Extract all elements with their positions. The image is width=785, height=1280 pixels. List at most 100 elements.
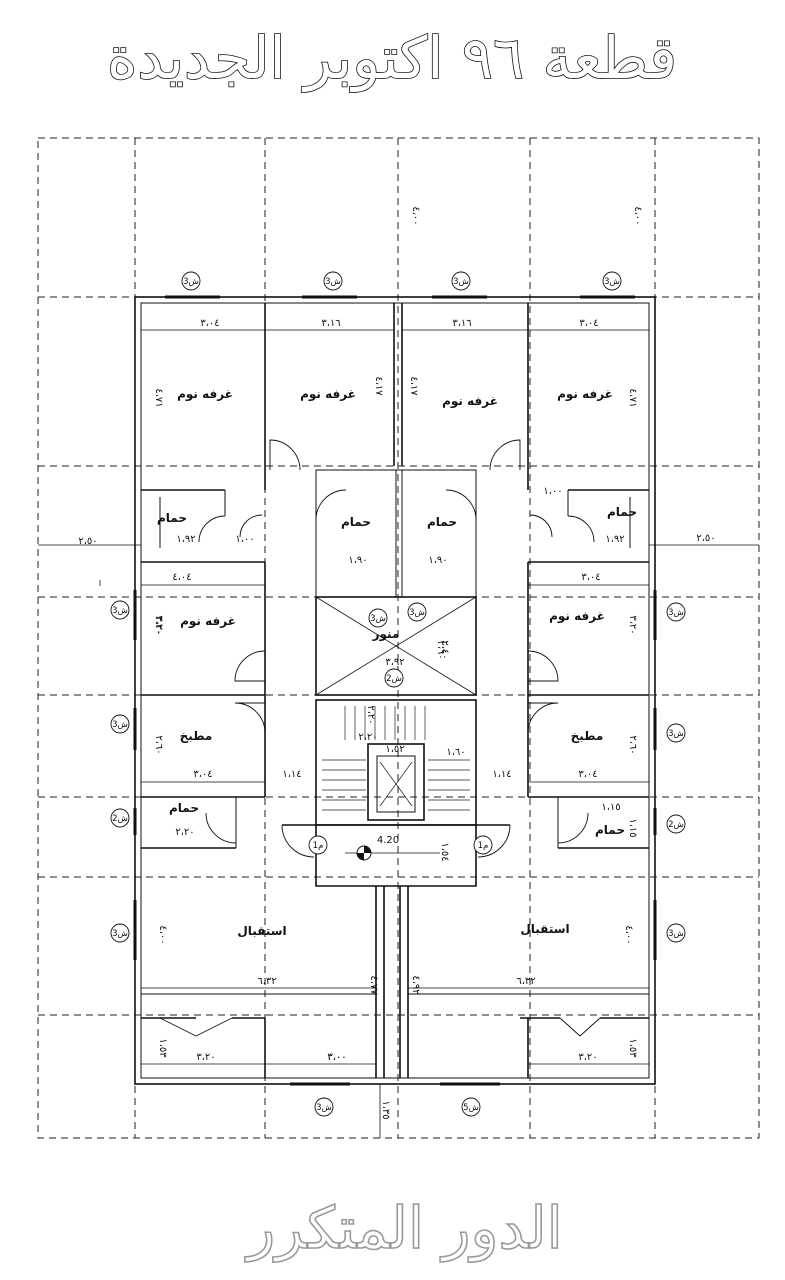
dimension-label: ١،١٤ xyxy=(282,769,301,780)
dimension-label: ٣،٠٤ xyxy=(200,318,219,329)
window-tag-icon xyxy=(666,723,686,743)
dimension-label: ١،٩٢ xyxy=(176,534,195,545)
dimension-label: ٣،٠٠ xyxy=(327,1052,346,1063)
room-label: مطبخ xyxy=(571,729,604,743)
window-tag-icon xyxy=(407,602,427,622)
window-tag-label: ش3 xyxy=(409,608,425,618)
window-tag-icon xyxy=(110,808,130,828)
dimension-lines xyxy=(38,329,759,1138)
window-tag-icon xyxy=(666,814,686,834)
dimension-label: ٤،٠٤ xyxy=(172,572,191,583)
dimension-label: ١،٥٤ xyxy=(439,842,450,861)
window-tag-label: ش3 xyxy=(668,729,684,739)
room-label: غرفه نوم xyxy=(557,387,613,402)
interior-walls xyxy=(141,303,649,1078)
dimension-label: ٤،٧١ xyxy=(627,388,638,407)
room-label: استقبال xyxy=(237,924,286,938)
dimension-label: ١،١٤ xyxy=(492,769,511,780)
dimension-label: ٣،٢٠ xyxy=(153,615,164,634)
dimension-label: ٣،٢٠ xyxy=(153,616,164,635)
doors xyxy=(159,439,601,1037)
dimension-label: ٢،٥٠ xyxy=(696,533,715,544)
dimension-label: 4.20 xyxy=(377,835,399,846)
room-label: حمام xyxy=(595,823,625,838)
dimension-label: ٢،٢٠ xyxy=(365,705,376,724)
window-tag-label: ش3 xyxy=(112,929,128,939)
window-tag-label: ش3 xyxy=(112,720,128,730)
dimension-label: ١،٠٠ xyxy=(543,486,562,497)
dimension-label: ٢،٢٠ xyxy=(175,827,194,838)
window-tag-label: ش3 xyxy=(112,606,128,616)
dimension-label: ٤،١٧ xyxy=(373,376,384,396)
dimension-label: ١،٠٠ xyxy=(235,534,254,545)
window-tag-label: م1 xyxy=(478,841,489,851)
window-tag-icon xyxy=(368,608,388,628)
dimension-label: ٣،٢٠ xyxy=(627,615,638,634)
dimension-label: ١،٩٠ xyxy=(348,555,367,566)
north-arrow-icon xyxy=(356,845,372,861)
window-tag-label: ش3 xyxy=(668,608,684,618)
window-tag-icon xyxy=(473,835,493,855)
window-tag-icon xyxy=(451,271,471,291)
dimension-label: ٣،٢٠ xyxy=(578,1052,597,1063)
dimension-label: ١،٦٠ xyxy=(446,747,465,758)
dimension-label: ٤،٠٠ xyxy=(157,925,168,944)
window-tag-label: ش3 xyxy=(668,929,684,939)
room-label: مطبخ xyxy=(180,729,213,743)
room-label: غرفه نوم xyxy=(300,387,356,402)
window-tag-label: ش3 xyxy=(370,614,386,624)
window-tag-icon xyxy=(323,271,343,291)
room-label: حمام xyxy=(341,515,371,530)
dimension-label: ٣،٠٤ xyxy=(581,572,600,583)
dimension-label: ٤،٩٢ xyxy=(410,975,421,994)
dimension-label: ٢،٢٠ xyxy=(358,732,377,743)
plan-title: قطعة ٩٦ اكتوبر الجديدة xyxy=(107,24,677,93)
window-tag-icon xyxy=(181,271,201,291)
room-label: حمام xyxy=(157,511,187,526)
window-tag-label: م1 xyxy=(313,841,324,851)
window-tag-icon xyxy=(308,835,328,855)
dimension-label: ١،٣٥ xyxy=(380,1100,391,1119)
window-tag-label: ش3 xyxy=(183,277,199,287)
window-tag-label: ش2 xyxy=(112,814,128,824)
dimension-label: ٢،٦٠ xyxy=(435,640,446,659)
window-tag-icon xyxy=(666,602,686,622)
dimension-label: ٣،٠٠ xyxy=(327,1052,346,1063)
dimension-label: ١،٥٢ xyxy=(385,744,404,755)
dimension-label: ١،٩٠ xyxy=(428,555,447,566)
dimension-label: ٣،٠٤ xyxy=(579,318,598,329)
window-tag-icon xyxy=(666,923,686,943)
dimension-label: ٢،٥٠ xyxy=(78,536,97,547)
room-label: حمام xyxy=(607,505,637,520)
dimension-label: ٤،٠٠ xyxy=(623,925,634,944)
dimension-label: ٤،٠٠ xyxy=(632,206,643,225)
exterior-walls xyxy=(134,296,656,1085)
dimension-label: ١،٥٣ xyxy=(627,1038,638,1058)
room-label: غرفه نوم xyxy=(177,387,233,402)
dimension-label: ١،٩٢ xyxy=(605,534,624,545)
dimension-label: ٤،١٧ xyxy=(408,376,419,396)
window-tag-icon xyxy=(110,714,130,734)
window-tag-label: ش2 xyxy=(668,820,684,830)
room-label: غرفه نوم xyxy=(442,394,498,409)
dimension-label: ٤،٠٠ xyxy=(410,206,421,225)
dimension-label: ٣،١٦ xyxy=(321,318,340,329)
room-label: غرفه نوم xyxy=(549,609,605,624)
dimension-label: ٢،٤٠ xyxy=(439,640,450,659)
room-label: استقبال xyxy=(520,922,569,936)
window-tag-label: ش3 xyxy=(604,277,620,287)
dimension-label: ١،١٥ xyxy=(627,818,638,837)
window-tag-icon xyxy=(314,1097,334,1117)
dimension-label: ٦،٣٢ xyxy=(516,976,535,987)
window-tag-icon xyxy=(110,600,130,620)
dimension-label: ٦،٣٢ xyxy=(257,976,276,987)
dimension-label: ٣،٩٢ xyxy=(385,657,404,668)
window-tag-icon xyxy=(110,923,130,943)
dimension-label: ٢،٦٠ xyxy=(153,735,164,754)
dimension-label: ٣،٠٤ xyxy=(193,769,212,780)
window-tag-icon xyxy=(461,1097,481,1117)
window-tag-label: ش2 xyxy=(386,674,402,684)
windows xyxy=(133,295,657,1086)
window-tag-icon xyxy=(602,271,622,291)
room-label: غرفه نوم xyxy=(180,614,236,629)
